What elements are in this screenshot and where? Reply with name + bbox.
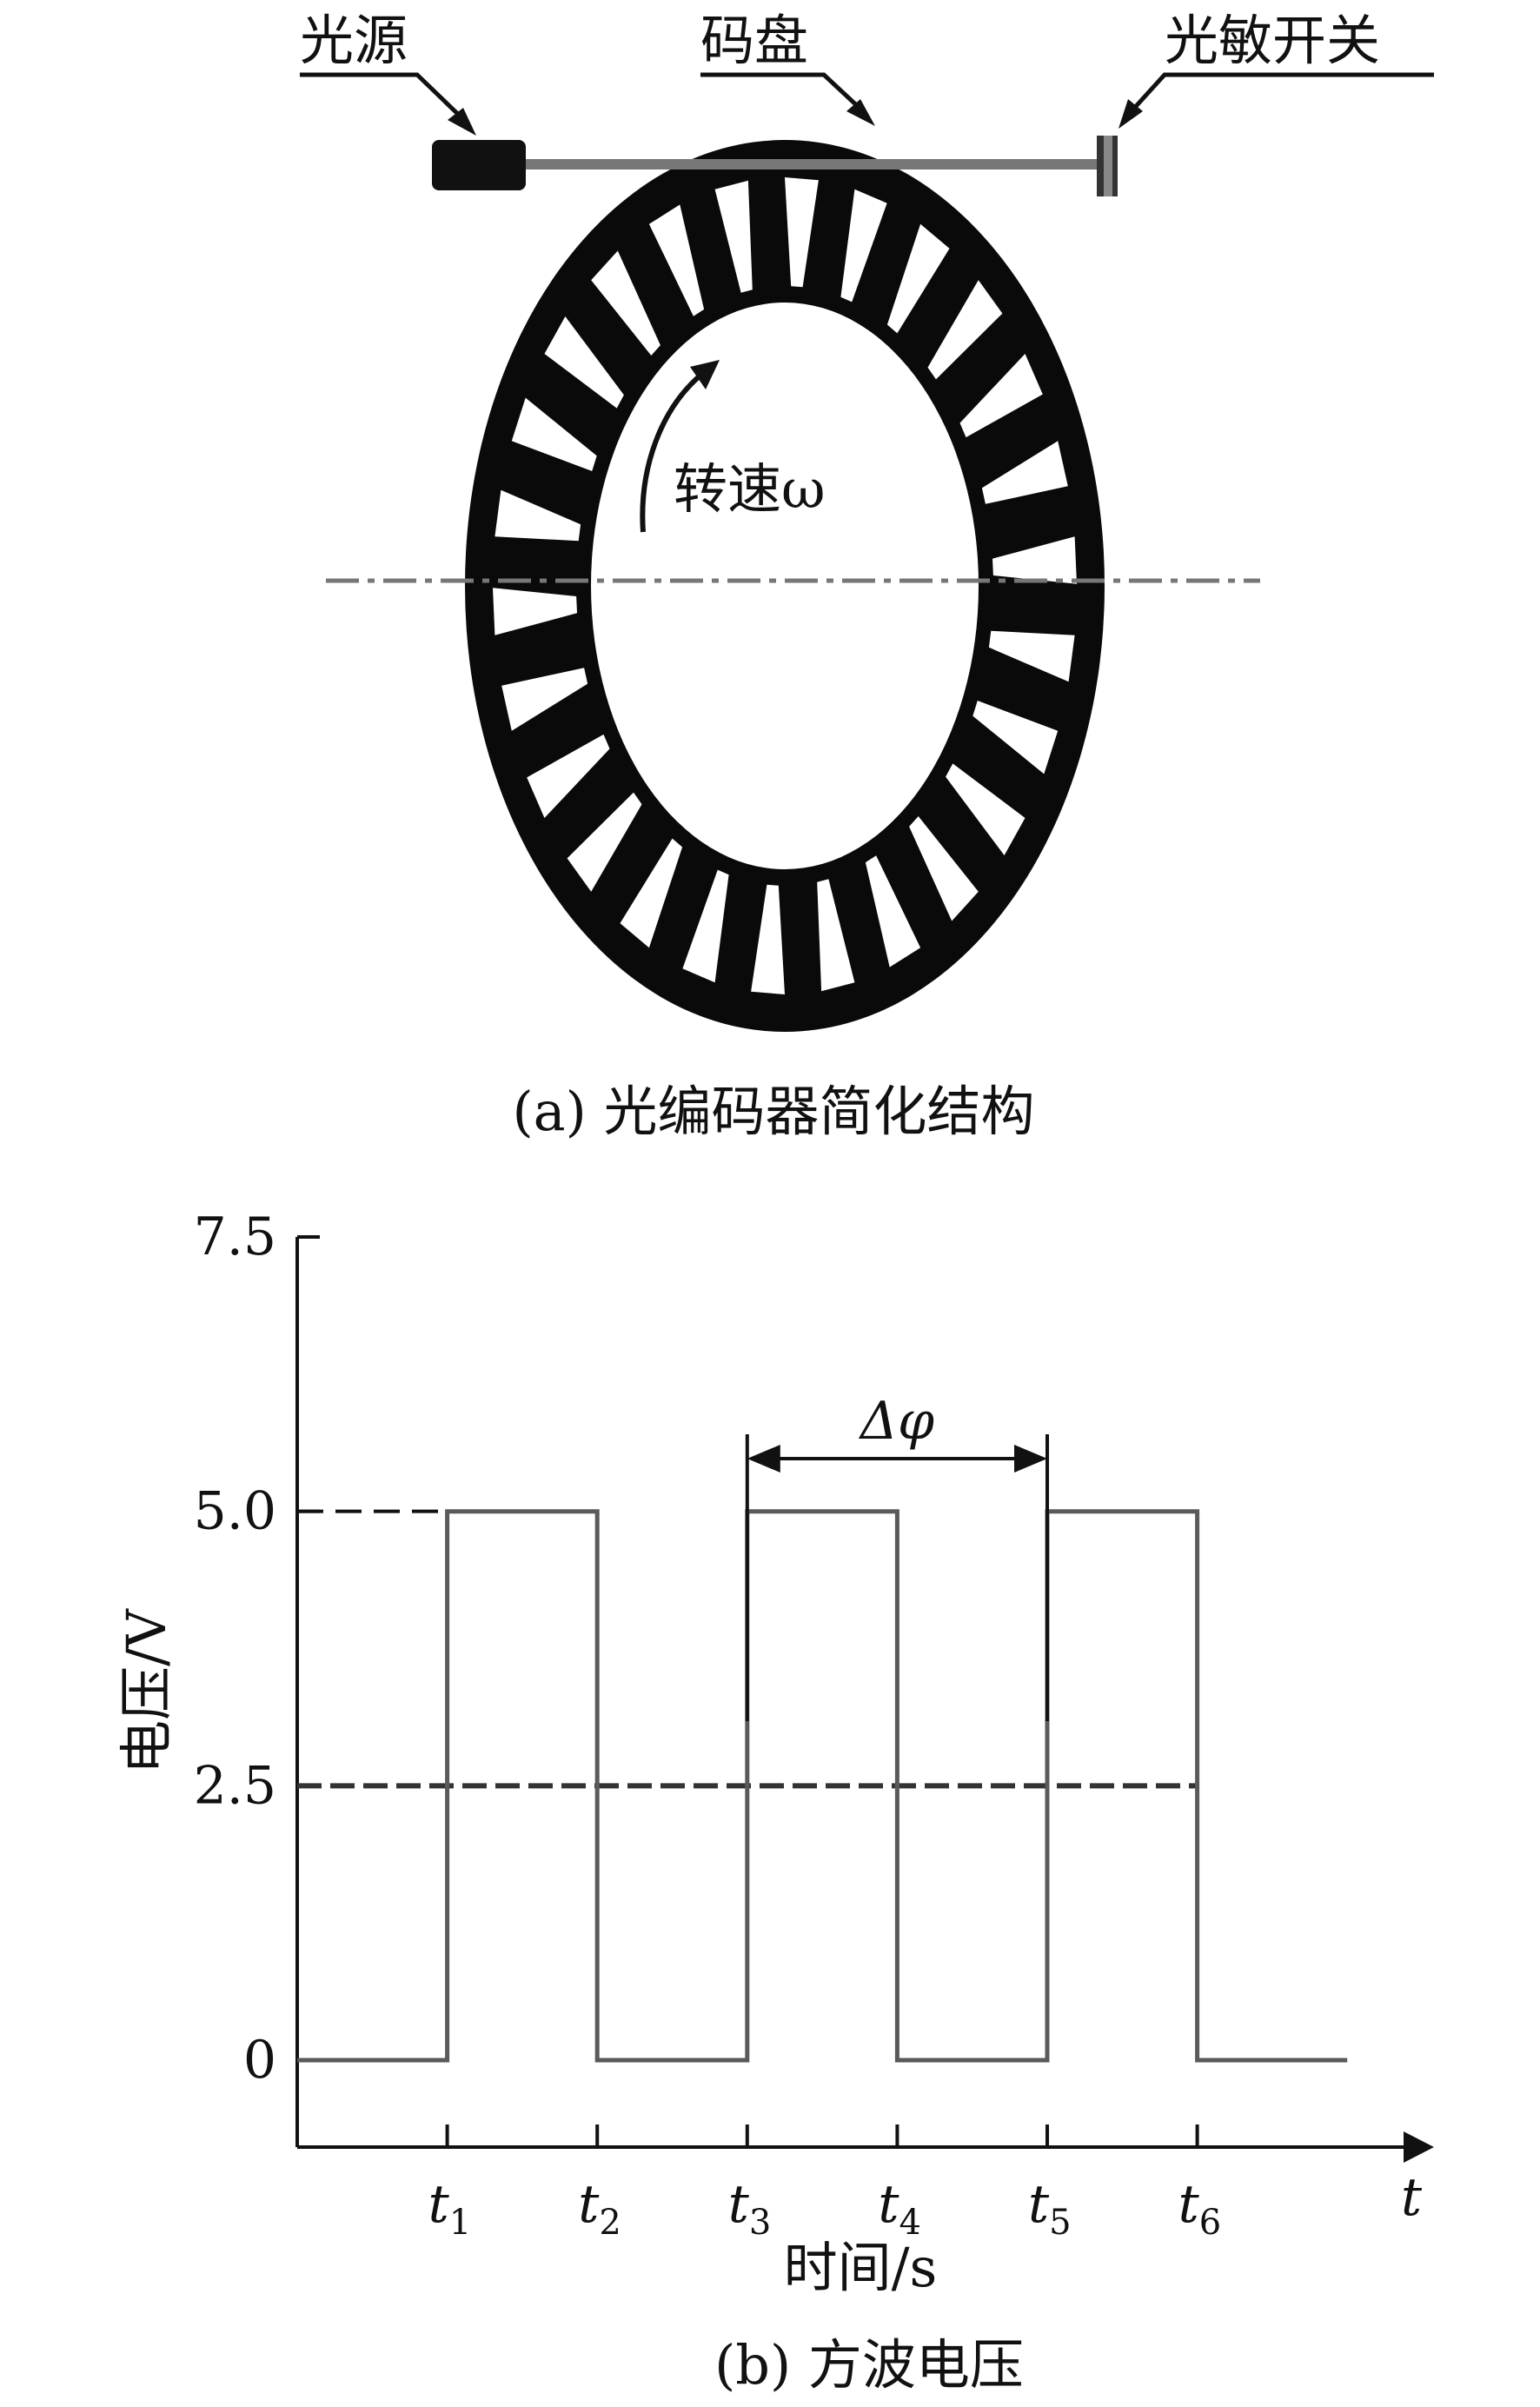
x-tick-label: t1 [428, 2174, 472, 2243]
caption-b: (b) 方波电压 [714, 2333, 1024, 2397]
photo-switch-face [1104, 136, 1112, 196]
leader-code-disc [700, 72, 865, 113]
disc-slot [992, 536, 1077, 584]
disc-slot [886, 223, 950, 334]
light-beam [513, 159, 1104, 170]
arrow-code-disc-icon [846, 99, 875, 126]
delta-right-arrow-icon [1014, 1445, 1047, 1473]
disc-slot [620, 838, 683, 948]
disc-slot [648, 204, 705, 316]
light-source-block [432, 140, 526, 190]
disc-slot [591, 250, 660, 356]
label-photo-switch: 光敏开关 [1165, 9, 1380, 72]
disc-slot [817, 879, 855, 992]
y-tick-label: 5.0 [194, 1481, 276, 1542]
arrow-photo-switch-icon [1118, 99, 1143, 129]
square-wave-chart: t 7.5 5.0 2.5 0 t1 t2 t3 t4 t5 t6 Δφ 电压/V 时间/s (… [115, 1207, 1434, 2397]
x-axis-label: 时间/s [784, 2236, 938, 2299]
y-tick-label: 2.5 [194, 1755, 276, 1816]
disc-slot [751, 884, 785, 994]
x-tick-label: t3 [728, 2174, 772, 2243]
disc-slot [865, 855, 921, 967]
disc-slot [501, 668, 588, 731]
disc-slot [544, 316, 624, 409]
disc-slot [909, 816, 979, 921]
disc-slot [840, 189, 887, 303]
y-tick-label: 7.5 [194, 1207, 276, 1267]
x-tick-label: t4 [878, 2174, 921, 2243]
leader-light-source [300, 72, 468, 123]
encoder-diagram: 光源 码盘 光敏开关 转速ω (a) 光编码器简化结构 [300, 9, 1434, 1143]
disc-slot [981, 441, 1068, 504]
disc-slot [946, 763, 1026, 855]
disc-slot [988, 630, 1075, 682]
x-tick-label: t6 [1178, 2174, 1222, 2243]
disc-slot [972, 701, 1059, 775]
x-axis-symbol: t [1401, 2167, 1423, 2228]
disc-slot [527, 734, 610, 818]
delta-phi-label: Δφ [859, 1391, 934, 1452]
y-axis-label: 电压/V [115, 1608, 178, 1774]
y-tick-label: 0 [243, 2030, 276, 2091]
arrow-light-source-icon [448, 108, 476, 136]
label-speed: 转速ω [674, 457, 826, 521]
label-light-source: 光源 [300, 9, 408, 72]
rotation-arrowhead-icon [690, 360, 720, 389]
disc-slot [682, 869, 729, 983]
leader-photo-switch [1128, 72, 1434, 115]
code-disc-inner [591, 303, 979, 869]
disc-slot [511, 397, 597, 471]
x-tick-label: t5 [1028, 2174, 1072, 2243]
caption-a: (a) 光编码器简化结构 [512, 1080, 1034, 1143]
disc-slot [959, 354, 1043, 438]
x-axis-arrow-icon [1404, 2131, 1434, 2163]
code-disc-slots [493, 177, 1077, 994]
disc-slot [567, 792, 642, 892]
disc-slot [493, 588, 577, 635]
rotation-arrow [640, 371, 704, 533]
disc-slot [714, 180, 753, 293]
y-ticks: 7.5 5.0 2.5 0 [194, 1207, 320, 2091]
x-tick-label: t2 [578, 2174, 621, 2243]
square-wave-line [297, 1509, 1348, 2063]
disc-slot [785, 177, 819, 288]
label-code-disc: 码盘 [700, 9, 808, 72]
x-ticks: t1 t2 t3 t4 t5 t6 [428, 2124, 1222, 2243]
disc-slot [927, 280, 1003, 380]
square-wave [297, 1509, 1348, 2063]
delta-left-arrow-icon [747, 1445, 780, 1473]
delta-phi-annotation: Δφ [745, 1391, 1049, 1721]
disc-slot [495, 489, 581, 542]
